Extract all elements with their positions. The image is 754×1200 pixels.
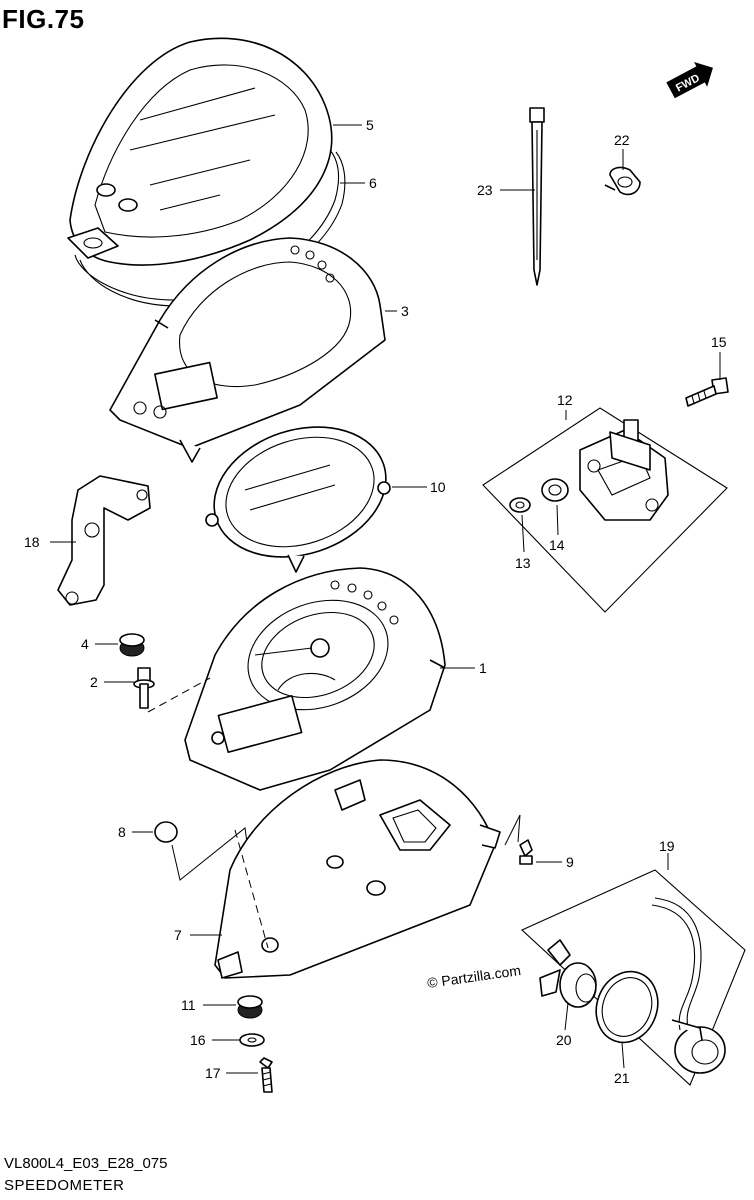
part-15-bolt[interactable] [685,377,729,407]
figure-code: VL800L4_E03_E28_075 [4,1155,168,1172]
part-16-washer[interactable] [239,1033,265,1047]
label-part-14: 14 [549,537,565,553]
label-part-22: 22 [614,132,630,148]
label-part-17: 17 [205,1065,221,1081]
part-22-clamp[interactable] [604,166,641,196]
label-part-2: 2 [90,674,98,690]
figure-name: SPEEDOMETER [4,1177,125,1194]
part-12-group-box [482,407,728,613]
label-part-12: 12 [557,392,573,408]
label-part-4: 4 [81,636,89,652]
part-11-grommet[interactable] [237,995,263,1019]
part-1-speedometer-assembly[interactable] [184,567,446,791]
part-2-spacer[interactable] [133,667,155,709]
part-18-meter-bracket[interactable] [57,475,151,606]
label-part-23: 23 [477,182,493,198]
label-part-16: 16 [190,1032,206,1048]
fwd-direction-badge: FWD [666,62,713,99]
part-14-grommet[interactable] [541,478,569,502]
part-4-grommet[interactable] [119,633,145,657]
part-10-lens-ring[interactable] [197,406,403,578]
label-part-13: 13 [515,555,531,571]
part-9-screw[interactable] [519,839,533,865]
part-13-collar[interactable] [509,497,531,513]
label-part-3: 3 [401,303,409,319]
part-2-dash-line [147,677,211,713]
label-part-20: 20 [556,1032,572,1048]
part-19-socket-wiring[interactable] [651,897,726,1074]
label-part-6: 6 [369,175,377,191]
part-17-screw[interactable] [259,1057,273,1093]
leader-lines [50,124,721,1074]
label-part-8: 8 [118,824,126,840]
part-3-meter-case[interactable] [109,237,386,463]
part-21-o-ring[interactable] [586,963,667,1051]
watermark: © Partzilla.com [426,962,522,991]
part-9-zigzag-leader [504,814,521,846]
figure-title: FIG.75 [2,4,85,34]
label-part-21: 21 [614,1070,630,1086]
label-part-7: 7 [174,927,182,943]
part-12-sensor-plate[interactable] [579,419,669,521]
label-part-18: 18 [24,534,40,550]
part-5-meter-cover[interactable] [67,37,333,266]
label-part-11: 11 [181,997,196,1013]
part-7-meter-case-lower[interactable] [214,759,501,979]
label-part-19: 19 [659,838,675,854]
label-part-5: 5 [366,117,374,133]
part-7-dash-line [234,829,269,949]
label-part-9: 9 [566,854,574,870]
label-part-10: 10 [430,479,446,495]
part-23-cable-tie[interactable] [529,107,545,286]
part-20-bulb-socket[interactable] [539,939,597,1008]
label-part-15: 15 [711,334,727,350]
part-8-grommet[interactable] [154,821,178,843]
label-part-1: 1 [479,660,487,676]
